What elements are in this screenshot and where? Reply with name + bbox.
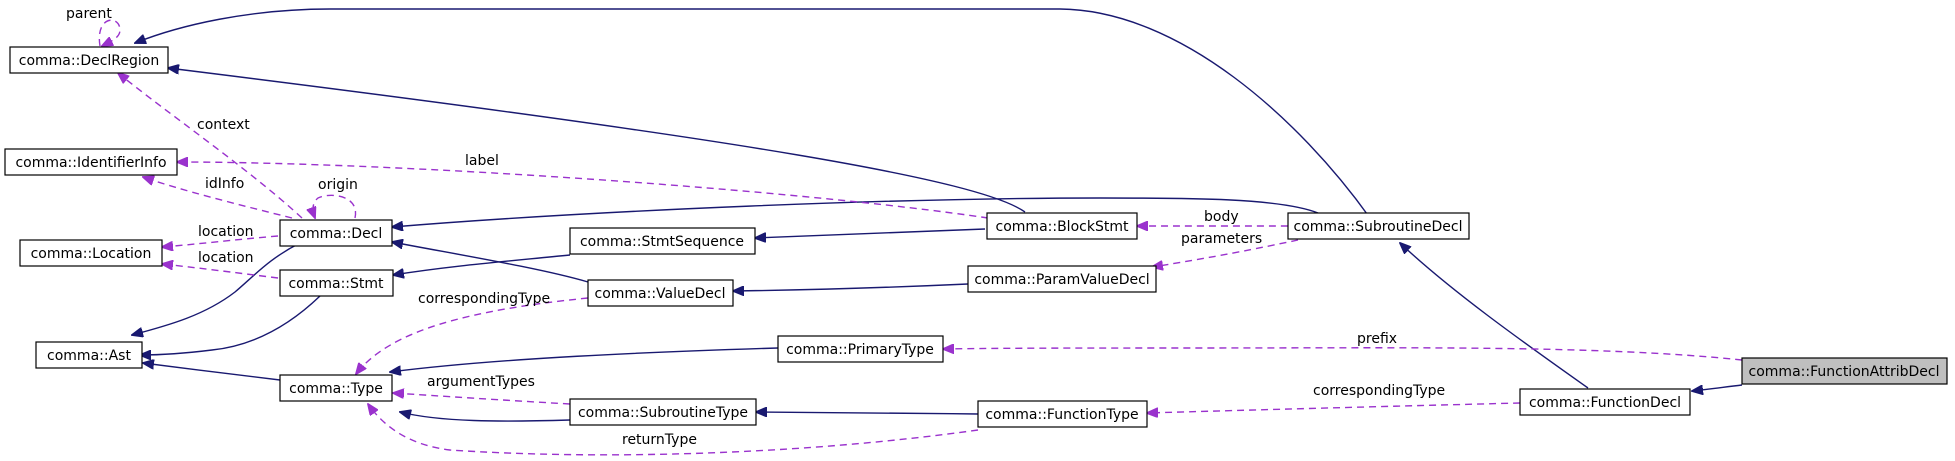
edge-label-idinfo: idInfo (205, 176, 244, 192)
edge-location-decl (162, 235, 279, 247)
inheritance-edges (132, 8, 1743, 422)
edge-type-ast (143, 363, 281, 381)
node-stmtsequence[interactable]: comma::StmtSequence (569, 227, 756, 255)
edge-label-argumenttypes: argumentTypes (427, 374, 535, 390)
node-label-functiondecl: comma::FunctionDecl (1529, 395, 1681, 411)
node-functiondecl[interactable]: comma::FunctionDecl (1519, 388, 1691, 416)
node-valuedecl[interactable]: comma::ValueDecl (587, 279, 734, 307)
edge-decl-ast (132, 242, 301, 335)
node-label-decl: comma::Decl (290, 226, 383, 242)
edge-stmt-ast (140, 295, 321, 355)
edge-primarytype-type (390, 347, 779, 372)
edge-labels: parent context label idInfo origin locat… (66, 6, 1445, 448)
edge-subroutinetype-type (400, 412, 571, 422)
node-label-subroutinetype: comma::SubroutineType (578, 405, 748, 421)
node-decl[interactable]: comma::Decl (279, 219, 393, 247)
edge-label-context: context (197, 117, 250, 133)
edge-returntype (368, 404, 979, 456)
node-location[interactable]: comma::Location (19, 239, 163, 267)
edge-label-label: label (465, 153, 499, 169)
edge-prefix (943, 348, 1743, 361)
node-paramvaluedecl[interactable]: comma::ParamValueDecl (967, 265, 1157, 293)
node-stmt[interactable]: comma::Stmt (279, 269, 394, 297)
node-label-type: comma::Type (289, 381, 383, 397)
node-label-location: comma::Location (31, 246, 152, 262)
edge-label-parent: parent (66, 6, 112, 22)
node-identifierinfo[interactable]: comma::IdentifierInfo (4, 148, 178, 176)
node-declregion[interactable]: comma::DeclRegion (9, 46, 169, 74)
edge-functiontype-subroutinetype (756, 412, 979, 414)
edge-label-correspondingtype-value: correspondingType (418, 291, 550, 307)
edge-label (177, 162, 989, 219)
edge-parameters (1152, 239, 1299, 267)
edge-label-location-decl: location (198, 224, 254, 240)
node-primarytype[interactable]: comma::PrimaryType (777, 335, 944, 363)
edge-location-stmt (162, 264, 279, 279)
edge-label-location-stmt: location (198, 250, 254, 266)
node-label-identifierinfo: comma::IdentifierInfo (15, 155, 166, 171)
edge-functiondecl-subroutinedecl (1400, 243, 1589, 389)
edge-correspondingtype-value (356, 297, 589, 374)
node-label-stmt: comma::Stmt (288, 276, 384, 292)
node-subroutinetype[interactable]: comma::SubroutineType (569, 398, 757, 426)
edge-subroutinedecl-decl (392, 197, 1319, 227)
edge-label-returntype: returnType (622, 432, 697, 448)
node-blockstmt[interactable]: comma::BlockStmt (986, 212, 1138, 240)
node-label-primarytype: comma::PrimaryType (786, 342, 934, 358)
node-label-subroutinedecl: comma::SubroutineDecl (1294, 219, 1463, 235)
nodes: comma::DeclRegion comma::IdentifierInfo … (4, 46, 1948, 428)
node-label-paramvaluedecl: comma::ParamValueDecl (974, 272, 1149, 288)
node-subroutinedecl[interactable]: comma::SubroutineDecl (1287, 212, 1470, 240)
edge-label-prefix: prefix (1357, 331, 1397, 347)
node-label-blockstmt: comma::BlockStmt (996, 219, 1129, 235)
edge-origin-self (313, 194, 357, 218)
edge-parent-self (98, 19, 121, 46)
node-ast[interactable]: comma::Ast (35, 341, 143, 369)
node-label-stmtsequence: comma::StmtSequence (580, 234, 744, 250)
edge-functionattribdecl-functiondecl (1692, 384, 1743, 391)
edge-argumenttypes (393, 393, 571, 405)
usage-edges (98, 19, 1743, 456)
node-functionattribdecl[interactable]: comma::FunctionAttribDecl (1741, 357, 1948, 385)
edge-blockstmt-declregion (168, 68, 1026, 213)
edge-label-parameters: parameters (1181, 231, 1262, 247)
edge-label-origin: origin (318, 177, 358, 193)
node-label-functionattribdecl: comma::FunctionAttribDecl (1749, 364, 1940, 380)
node-functiontype[interactable]: comma::FunctionType (977, 400, 1148, 428)
edge-correspondingtype-function (1147, 402, 1521, 413)
edge-label-body: body (1204, 209, 1239, 225)
edge-subroutinedecl-declregion (135, 8, 1371, 219)
edge-label-correspondingtype-function: correspondingType (1313, 383, 1445, 399)
node-label-valuedecl: comma::ValueDecl (595, 286, 726, 302)
edge-valuedecl-decl (392, 242, 589, 283)
node-label-declregion: comma::DeclRegion (19, 53, 159, 69)
node-label-ast: comma::Ast (47, 348, 131, 364)
edge-context (118, 73, 303, 219)
node-label-functiontype: comma::FunctionType (985, 407, 1138, 423)
edge-stmtsequence-stmt (393, 254, 571, 275)
edge-paramvaluedecl-valuedecl (733, 283, 969, 291)
node-type[interactable]: comma::Type (279, 374, 393, 402)
edge-blockstmt-stmtsequence (755, 228, 986, 238)
